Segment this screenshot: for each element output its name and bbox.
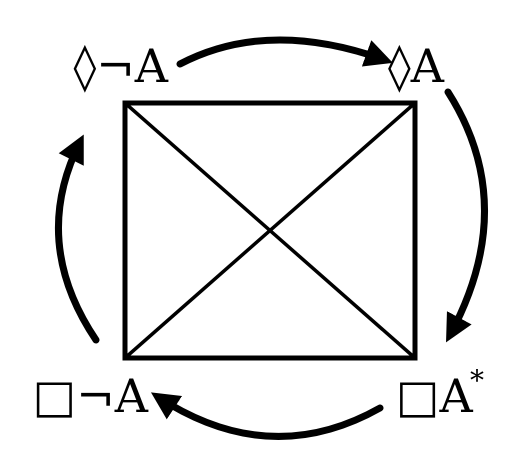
diagonal-top-right-to-bottom-left	[123, 101, 417, 360]
arrow-top-right-to-bottom-right	[444, 88, 488, 343]
arrow-bottom-left-to-top-left	[55, 134, 100, 344]
label-bottom-left: □¬A	[33, 369, 149, 423]
label-top-right: ◊A	[388, 39, 445, 93]
arrow-bottom-right-to-bottom-left	[150, 392, 384, 440]
label-bottom-right: □A	[396, 369, 473, 423]
opposition-square	[122, 100, 418, 361]
label-bottom-right-superscript: *	[470, 364, 484, 397]
arrow-top-left-to-top-right	[176, 36, 393, 68]
label-top-left: ◊¬A	[74, 39, 169, 93]
